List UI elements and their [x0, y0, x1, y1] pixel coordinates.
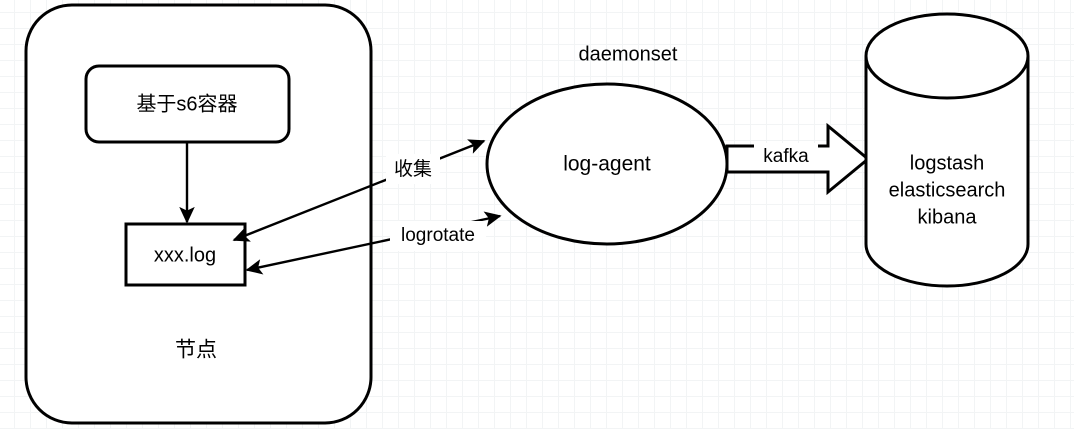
storage-label-line-3: kibana: [918, 206, 978, 228]
log-file-label: xxx.log: [154, 244, 216, 266]
daemonset-label: daemonset: [579, 43, 678, 65]
storage-cylinder-top: [864, 55, 1030, 100]
storage-label-line-1: logstash: [910, 152, 985, 174]
edge-kafka-label-bg: [754, 143, 818, 169]
storage-node[interactable]: logstash elasticsearch kibana: [864, 12, 1030, 288]
edge-collect-label: 收集: [394, 158, 432, 180]
log-file-shape: [124, 222, 247, 287]
storage-label-line-2: elasticsearch: [889, 179, 1006, 201]
edge-logrotate-label-bg: [390, 221, 486, 251]
s6-container[interactable]: 基于s6容器: [84, 64, 291, 144]
storage-cylinder-body: [864, 12, 1030, 288]
node-container-label: 节点: [175, 339, 217, 362]
edge-logrotate-label: logrotate: [401, 225, 475, 246]
edge-logrotate[interactable]: logrotate: [245, 211, 502, 275]
log-file-node[interactable]: xxx.log: [124, 222, 247, 287]
edge-kafka[interactable]: kafka: [725, 122, 871, 196]
edge-kafka-label: kafka: [763, 146, 809, 167]
s6-container-label: 基于s6容器: [136, 92, 237, 115]
log-agent-node[interactable]: log-agent: [485, 82, 729, 246]
log-agent-label: log-agent: [563, 153, 651, 176]
edge-collect-label-bg: [386, 154, 440, 184]
